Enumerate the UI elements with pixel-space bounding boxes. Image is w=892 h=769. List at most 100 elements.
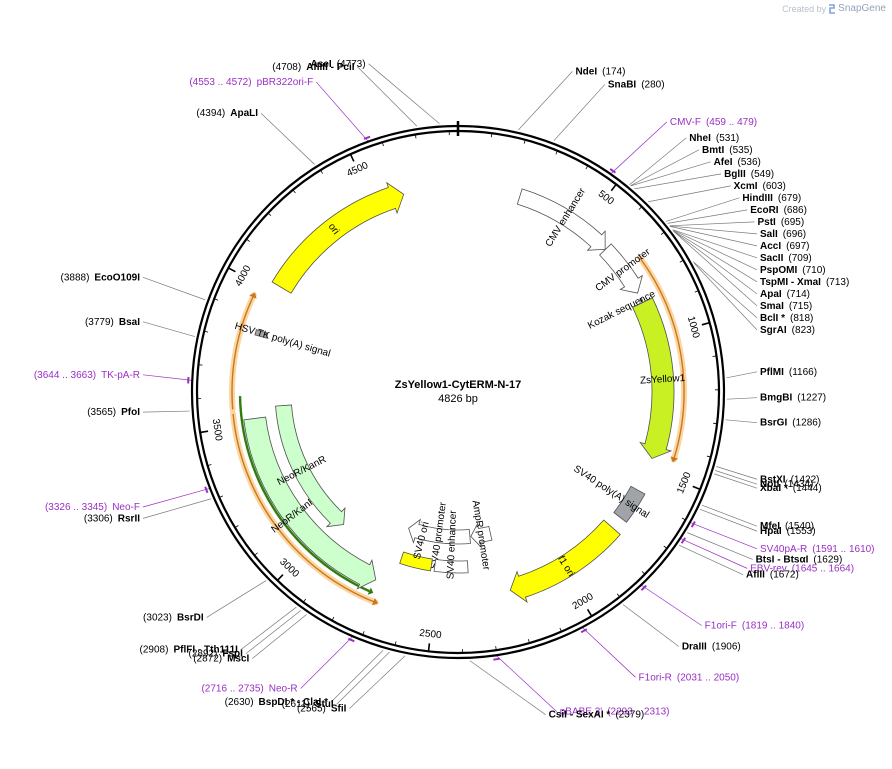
feature-hsv-tk-poly-a-signal <box>254 329 269 339</box>
position: (2892) <box>188 649 217 660</box>
leader-line-bcli <box>693 261 758 319</box>
leader-line-pbabe-3 <box>495 655 557 712</box>
minor-tick <box>207 464 212 466</box>
minor-tick <box>381 142 384 147</box>
feature-label-hsv-tk-poly-a-signal: HSV TK poly(A) signal <box>233 321 331 360</box>
minor-tick <box>246 238 250 242</box>
leader-line-draiii <box>622 604 680 647</box>
site-label-aflii: AflII (1672) <box>746 570 799 581</box>
site-label-ecori: EcoRI (686) <box>750 205 807 216</box>
minor-tick <box>292 189 296 194</box>
minor-tick <box>712 355 717 357</box>
position: (3888) <box>61 272 90 283</box>
tick-label-2500: 2500 <box>419 628 443 641</box>
minor-tick <box>555 150 558 155</box>
site-label-ndei: NdeI (174) <box>575 66 625 77</box>
site-labels: NdeI (174)SnaBI (280)CMV-F (459 .. 479)N… <box>34 59 875 721</box>
position: (686) <box>784 205 807 216</box>
site-label-bglii: BglII (549) <box>724 169 774 180</box>
tick-label-4500: 4500 <box>345 160 370 179</box>
leader-line-pspomi <box>672 229 758 271</box>
name: TK-pA-R <box>101 370 140 381</box>
position: (1629) <box>813 554 842 565</box>
name: EcoO109I <box>94 272 140 283</box>
name: SfiI <box>331 704 347 715</box>
leader-line-aflii <box>678 544 744 576</box>
primer-label-cmv-f: CMV-F (459 .. 479) <box>670 117 757 128</box>
name: BglII <box>724 169 746 180</box>
major-tick <box>586 608 593 617</box>
name: pBR322ori-F <box>257 77 314 88</box>
leader-line-bsrgi <box>725 419 758 424</box>
leader-line-psti <box>669 221 755 227</box>
primer-marker-f1ori-f <box>640 584 647 591</box>
primer-marker-pbr322ori-f <box>363 135 371 140</box>
leader-line-bglii <box>634 173 722 190</box>
name: ApaI <box>760 289 782 300</box>
position: (2293 .. 2313) <box>607 707 669 718</box>
minor-tick <box>706 455 711 458</box>
site-label-bsrdi: (3023) BsrDI <box>143 612 204 623</box>
leader-line-tk-pa-r <box>142 374 193 381</box>
leader-line-noti <box>715 470 758 485</box>
site-label-asei: AseI (4773) <box>311 59 366 70</box>
primer-label-ebv-rev: EBV-rev (1645 .. 1664) <box>750 563 854 574</box>
leader-line-apali <box>260 112 315 165</box>
suffix: * <box>287 697 294 708</box>
name2: Tth111I <box>204 645 238 656</box>
position: (2379) <box>615 710 644 721</box>
leader-line-nhei <box>629 137 687 186</box>
site-label-msci: (2872) MscI <box>193 654 249 665</box>
name: BsaI <box>119 317 140 328</box>
plasmid-name: ZsYellow1-CytERM-N-17 <box>395 379 522 391</box>
site-label-afei: AfeI (536) <box>714 157 761 168</box>
position: (714) <box>787 289 810 300</box>
position: (549) <box>751 169 774 180</box>
position: (1591 .. 1610) <box>812 544 874 555</box>
leader-line-acci <box>669 226 758 247</box>
primer-marker-neo-f <box>204 486 209 494</box>
leader-line-sv40pa-r <box>689 522 758 550</box>
site-label-acci: AccI (697) <box>760 241 809 252</box>
site-label-nhei: NheI (531) <box>689 133 739 144</box>
leader-line-asei <box>368 63 440 124</box>
primer-label-f1ori-f: F1ori-F (1819 .. 1840) <box>705 621 805 632</box>
name: NheI <box>689 133 711 144</box>
name: XbaI <box>760 483 781 494</box>
position: (2565) <box>297 704 326 715</box>
primer-label-neo-f: (3326 .. 3345) Neo-F <box>45 502 140 513</box>
name: BclI <box>760 313 779 324</box>
primer-marker-f1ori-r <box>580 628 588 634</box>
minor-tick <box>490 133 493 138</box>
name: BsrDI <box>177 612 204 623</box>
leader-line-cmv-f <box>610 121 668 175</box>
primer-marker-pbabe-3 <box>493 657 500 661</box>
feature-sv40-enhancer <box>433 559 469 574</box>
separator: - <box>328 62 337 73</box>
position: (4394) <box>196 108 225 119</box>
position: (697) <box>786 241 809 252</box>
name: Neo-F <box>112 502 140 513</box>
orange-arc-arrowhead <box>670 456 679 463</box>
feature-label-ori: ori <box>326 221 341 237</box>
position: (3306) <box>84 513 113 524</box>
site-label-hpai: HpaI (1553) <box>760 526 816 537</box>
tick-label-4000: 4000 <box>233 263 253 288</box>
major-tick <box>200 430 209 434</box>
feature-sv40-ori <box>399 551 433 572</box>
tick-label-1500: 1500 <box>675 470 694 495</box>
leader-line-sgrai <box>693 262 758 331</box>
minor-tick <box>219 495 224 498</box>
position: (1906) <box>712 642 741 653</box>
feature-label-zsyellow1: ZsYellow1 <box>640 373 686 387</box>
position: (715) <box>789 301 812 312</box>
separator: - <box>788 277 797 288</box>
name: SnaBI <box>608 79 637 90</box>
leader-line-afei <box>630 161 711 187</box>
name: AflII <box>746 570 765 581</box>
site-label-fspi: (2892) FspI <box>188 649 243 660</box>
suffix: * <box>778 313 785 324</box>
position: (1434) <box>784 479 813 490</box>
position: (823) <box>792 325 815 336</box>
site-label-apai: ApaI (714) <box>760 289 810 300</box>
